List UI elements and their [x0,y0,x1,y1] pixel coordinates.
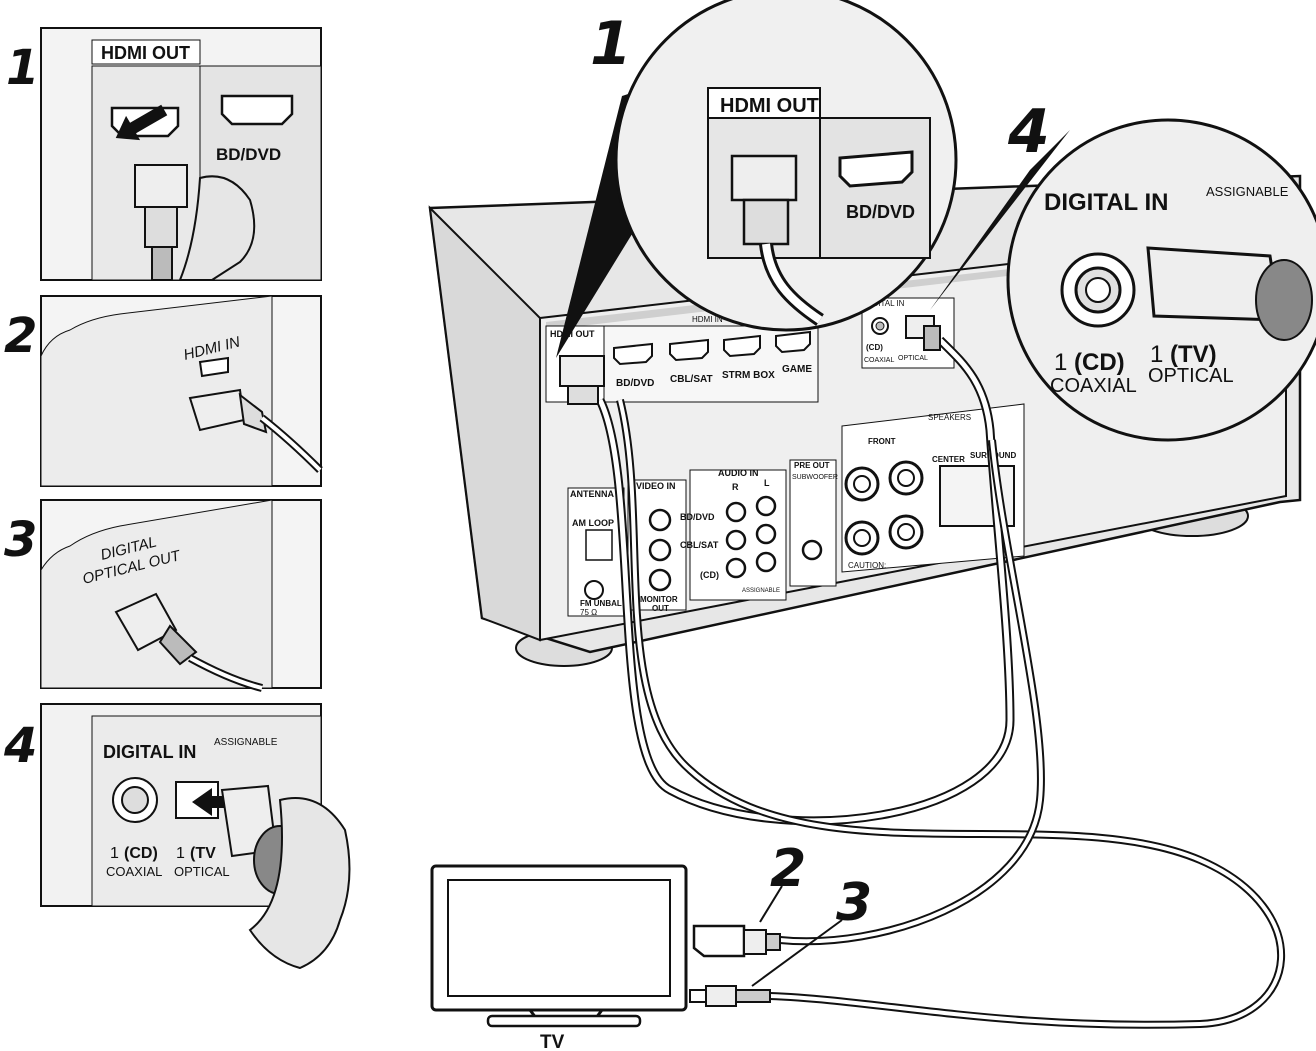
receiver-assignable: ASSIGNABLE [742,588,780,594]
zoom4-coax-label: COAXIAL [1050,375,1137,397]
step-number-3: 3 [4,512,37,568]
receiver-ohm: 75 Ω [580,608,597,617]
receiver-audio-in: AUDIO IN [718,468,759,478]
step-panel-4: DIGITAL IN ASSIGNABLE 1 (CD) COAXIAL 1 (… [3,704,349,968]
zoom1-port-label: HDMI OUT [720,95,819,117]
receiver-monitor-out-1: MONITOR [640,595,678,604]
step-panel-3: DIGITAL OPTICAL OUT 3 [4,500,321,688]
receiver-coaxial-label: COAXIAL [864,357,894,364]
receiver-hdmi-input-label: STRM BOX [722,370,775,381]
receiver-am-loop: AM LOOP [572,518,614,528]
panel4-coax-label: COAXIAL [106,864,162,879]
tv-step-number-3: 3 [836,873,872,933]
panel4-coax-num: 1 [110,845,119,862]
panel4-assignable: ASSIGNABLE [214,737,278,748]
receiver-pre-out: PRE OUT [794,461,830,470]
zoom4-opt-tag: (TV) [1170,341,1217,368]
zoom4-opt-label: OPTICAL [1148,365,1234,387]
receiver-monitor-out-2: OUT [652,604,669,613]
tv-hdmi-plug-icon [694,926,780,956]
panel4-opt-num: 1 [176,845,185,862]
receiver-hdmi-port-4 [776,332,810,352]
receiver-video-in: VIDEO IN [636,481,676,491]
big-step-number-1: 1 [590,9,632,79]
receiver-hdmi-port-3 [724,336,760,356]
step-number-4: 4 [3,718,37,774]
tv-step-number-2: 2 [770,839,806,899]
panel4-coax-tag: (CD) [124,845,158,862]
tv-label: TV [540,1032,565,1051]
receiver-hdmi-input-label: CBL/SAT [670,374,713,385]
receiver-antenna: ANTENNA [570,489,614,499]
step-panel-1: HDMI OUT BD/DVD 1 [6,28,321,280]
receiver-subwoofer: SUBWOOFER [792,474,838,481]
panel4-opt-tag: (TV [190,845,216,862]
zoom1-neighbor-label: BD/DVD [846,202,915,222]
zoom4-coax-tag: (CD) [1074,349,1125,376]
step-panel-2: HDMI IN 2 [4,296,321,486]
step-number-2: 2 [4,308,37,364]
zoom4-coax-num: 1 [1054,349,1067,376]
receiver-audio-row: CBL/SAT [680,540,719,550]
receiver-r: R [732,482,739,492]
step-number-1: 1 [6,40,39,96]
panel1-neighbor-label: BD/DVD [216,145,281,164]
hdmi-port-icon [840,152,912,186]
receiver-audio-row: BD/DVD [680,512,715,522]
receiver-cd-label: (CD) [866,343,883,352]
big-step-number-4: 4 [1007,97,1050,167]
receiver-speakers: SPEAKERS [928,413,971,422]
hdmi-port-icon [222,96,292,124]
receiver-hdmi-input-label: GAME [782,364,812,375]
tv-optical-plug-icon [690,986,770,1006]
zoom4-assignable: ASSIGNABLE [1206,184,1289,199]
panel4-opt-label: OPTICAL [174,864,230,879]
receiver-optical-label: OPTICAL [898,355,928,362]
receiver-caution: CAUTION: [848,561,886,570]
receiver-center: CENTER [932,455,965,464]
receiver-hdmi-port-1 [614,344,652,364]
receiver-audio-row: (CD) [700,570,719,580]
panel1-port-label: HDMI OUT [101,43,190,63]
zoom4-title: DIGITAL IN [1044,189,1168,216]
receiver-front: FRONT [868,437,896,446]
hdmi-port-icon [200,358,228,376]
receiver-hdmi-port-2 [670,340,708,360]
receiver-l: L [764,478,770,488]
receiver-hdmi-input-label: BD/DVD [616,378,654,389]
panel4-title: DIGITAL IN [103,742,196,762]
tv: TV [432,866,686,1051]
zoom4-opt-num: 1 [1150,341,1163,368]
receiver-fm: FM UNBAL [580,599,622,608]
